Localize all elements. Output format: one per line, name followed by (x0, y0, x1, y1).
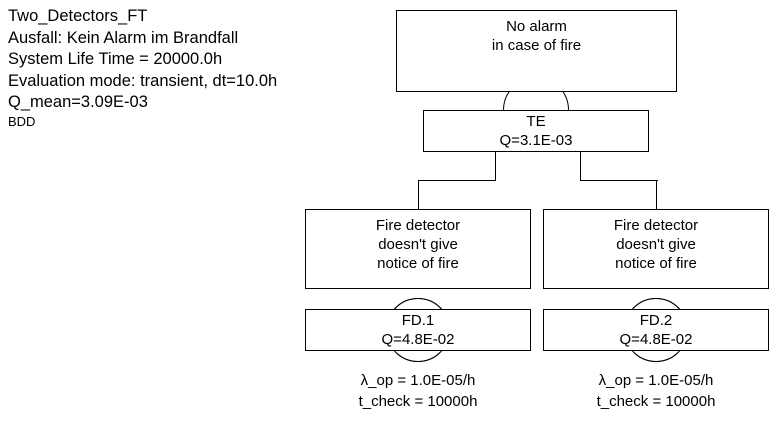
fd1-event-label: Fire detector doesn't give notice of fir… (375, 217, 461, 272)
connector-te-stub-left (495, 152, 496, 181)
top-event-box[interactable]: No alarm in case of fire (396, 10, 677, 92)
fd2-gate-name: FD.2 (639, 312, 673, 329)
fd1-gate-quantity: Q=4.8E-02 (381, 331, 455, 348)
system-life-time-line: System Life Time = 20000.0h (8, 50, 223, 68)
evaluation-method-line: BDD (8, 113, 36, 129)
connector-bus-right (580, 180, 658, 181)
te-gate-quantity: Q=3.1E-03 (499, 132, 573, 149)
model-name-line: Two_Detectors_FT (8, 7, 148, 25)
fd1-parameters-label: λ_op = 1.0E-05/h t_check = 10000h (358, 372, 478, 410)
connector-te-stub-right (580, 152, 581, 181)
evaluation-mode-line: Evaluation mode: transient, dt=10.0h (8, 71, 278, 90)
q-mean-line: Q_mean=3.09E-03 (8, 93, 148, 111)
top-event-label: No alarm in case of fire (491, 18, 582, 54)
te-gate-text: TE Q=3.1E-03 (424, 112, 648, 150)
failure-description-line: Ausfall: Kein Alarm im Brandfall (8, 28, 239, 47)
fd1-event-box[interactable]: Fire detector doesn't give notice of fir… (305, 209, 531, 289)
te-gate-name: TE (526, 113, 546, 130)
te-gate-box[interactable]: TE Q=3.1E-03 (423, 110, 649, 152)
connector-drop-left (418, 180, 419, 210)
fd2-parameters-label: λ_op = 1.0E-05/h t_check = 10000h (596, 372, 716, 410)
fd2-gate-quantity: Q=4.8E-02 (619, 331, 693, 348)
fd1-gate-name: FD.1 (401, 312, 435, 329)
analysis-info-block: Two_Detectors_FT Ausfall: Kein Alarm im … (8, 6, 392, 130)
connector-bus-left (418, 180, 496, 181)
fd2-event-label: Fire detector doesn't give notice of fir… (613, 217, 699, 272)
connector-drop-right (656, 180, 657, 210)
fd2-event-box[interactable]: Fire detector doesn't give notice of fir… (543, 209, 769, 289)
